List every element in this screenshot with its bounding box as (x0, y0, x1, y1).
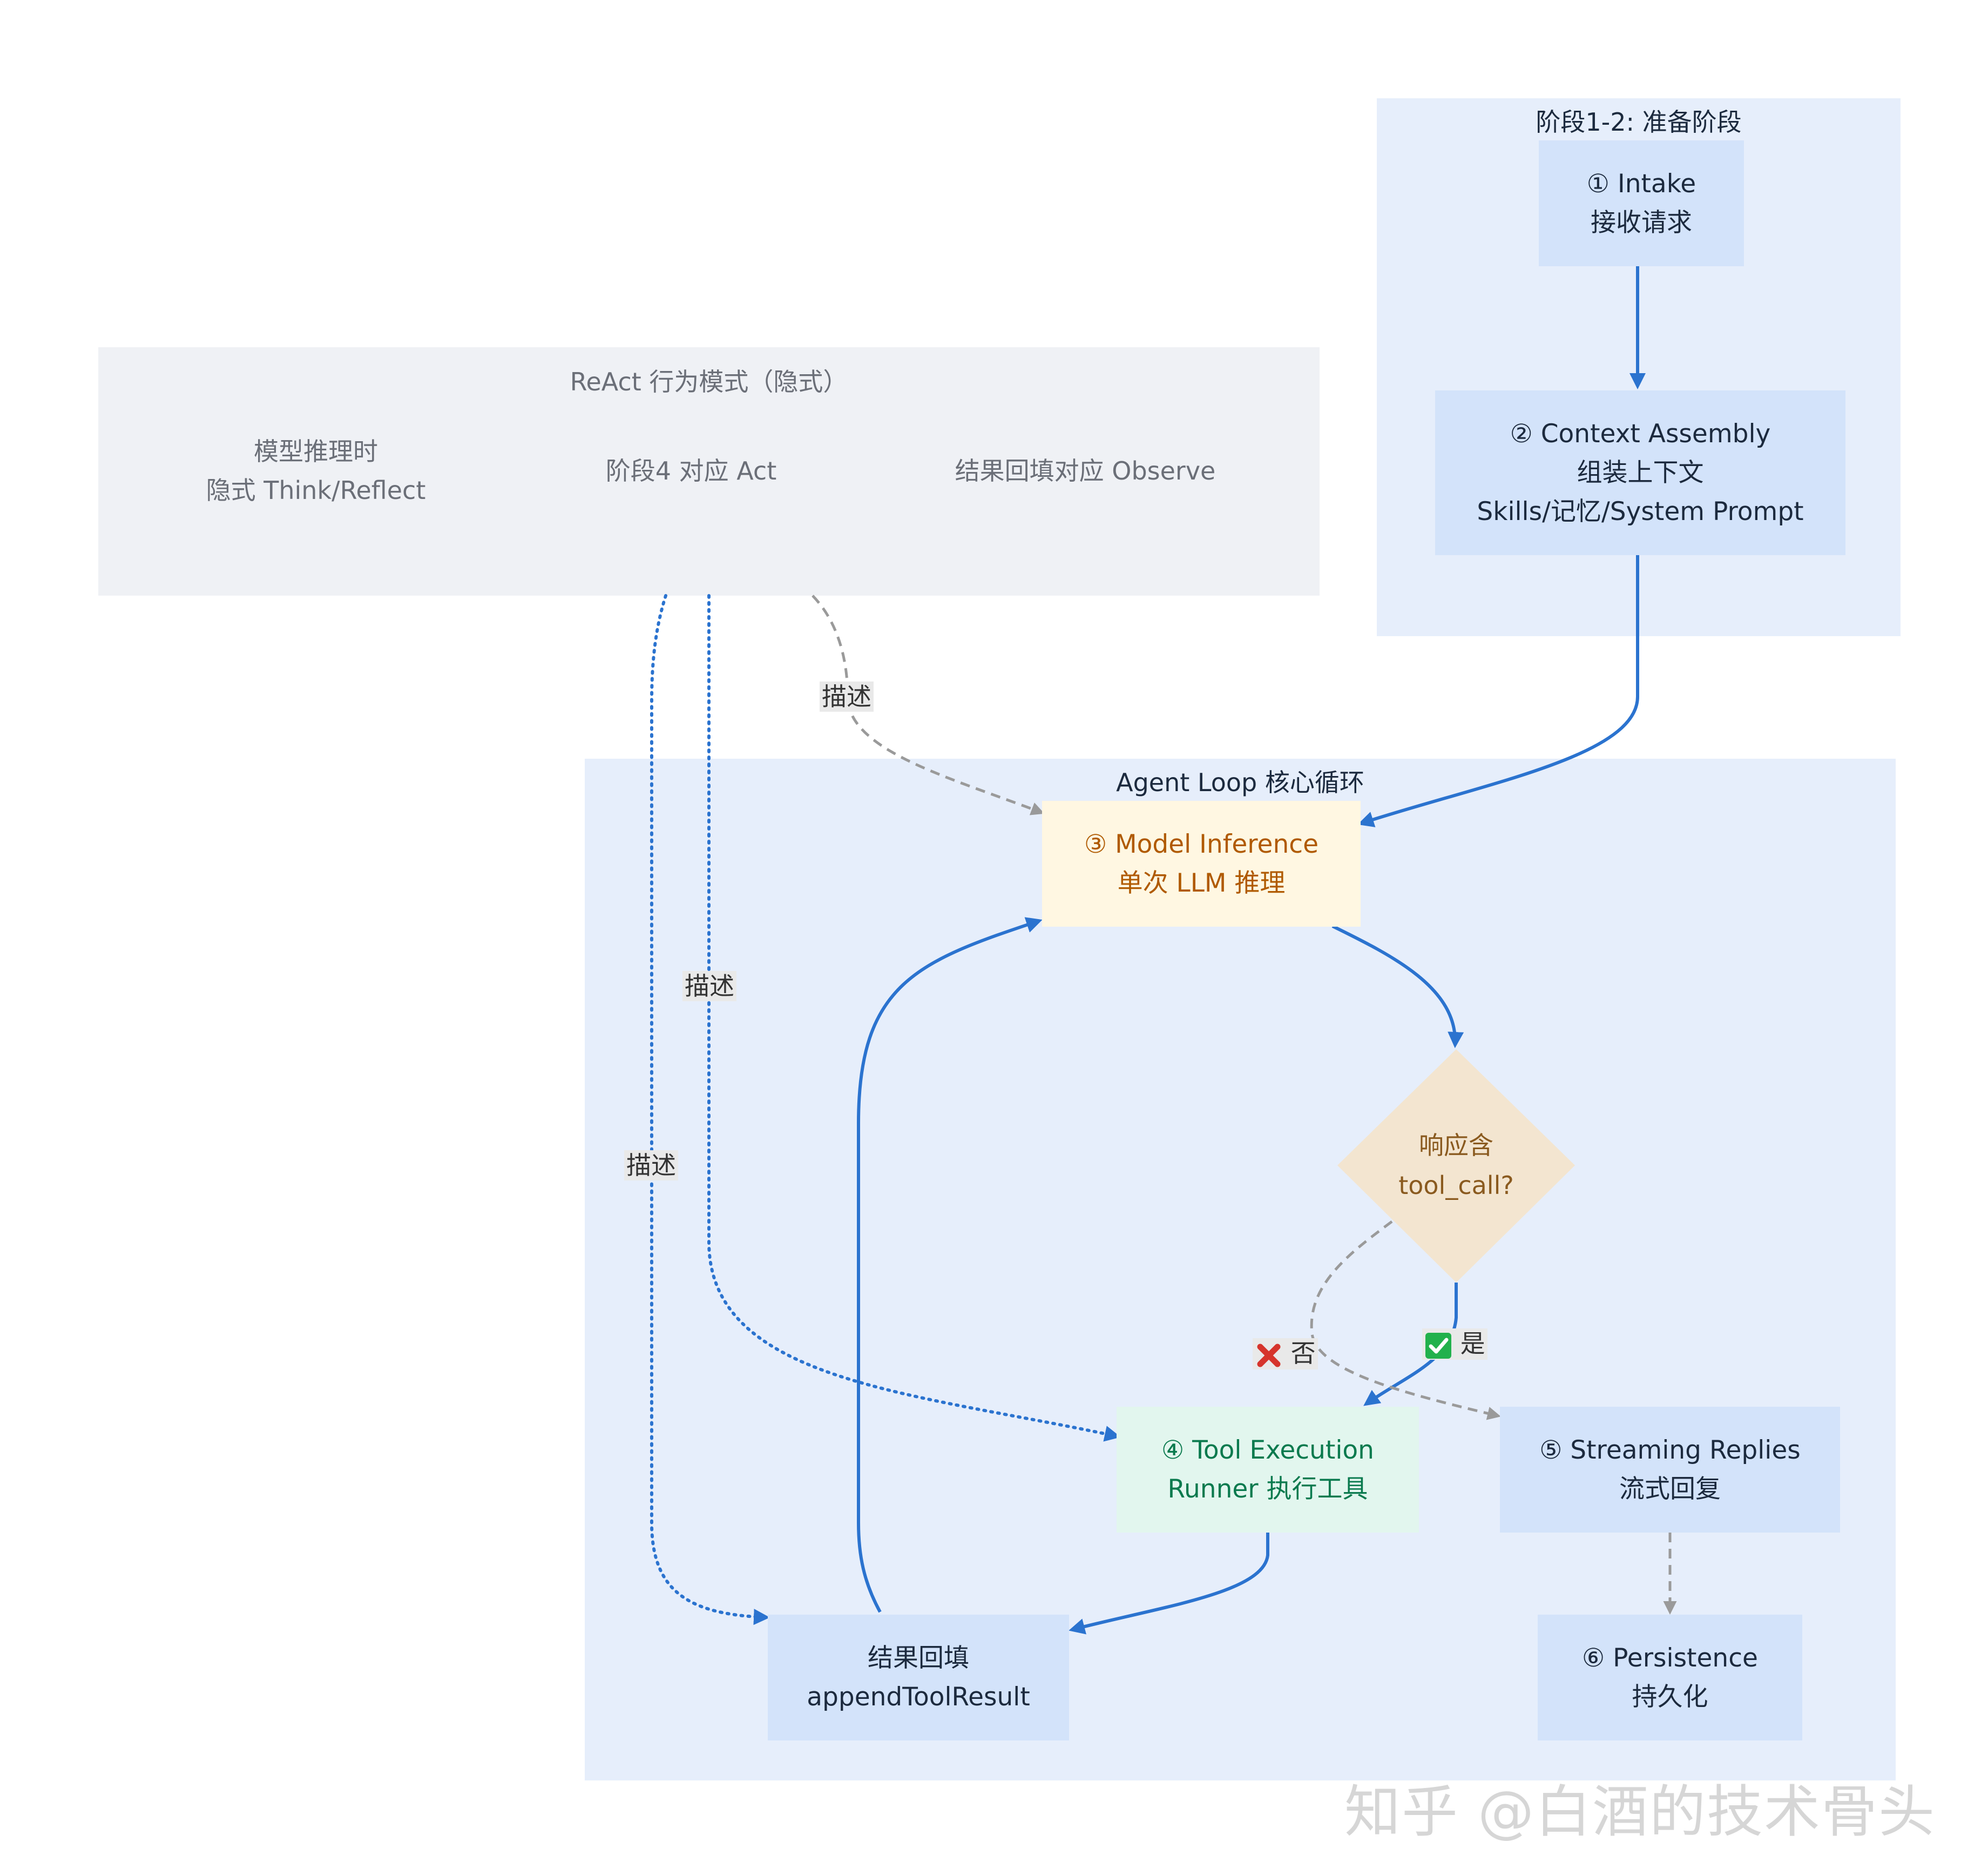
inference-line1: ③ Model Inference (1084, 829, 1318, 859)
agent-loop-cluster: Agent Loop 核心循环 (585, 759, 1896, 1780)
result-line2: appendToolResult (807, 1682, 1030, 1712)
decision-label: 响应含 tool_call? (1359, 1125, 1553, 1205)
persistence-node: ⑥ Persistence 持久化 (1538, 1615, 1802, 1740)
model-inference-node: ③ Model Inference 单次 LLM 推理 (1042, 801, 1361, 927)
describe-label-think: 描述 (624, 1150, 678, 1180)
react-act-text: 阶段4 对应 Act (605, 456, 777, 485)
no-text: 否 (1290, 1339, 1316, 1368)
edge-observe-describe-to-inference (812, 595, 1045, 815)
prep-cluster-title: 阶段1-2: 准备阶段 (1536, 107, 1742, 137)
result-append-node: 结果回填 appendToolResult (768, 1615, 1069, 1740)
context-line3: Skills/记忆/System Prompt (1477, 496, 1804, 527)
watermark-text: 知乎 @白酒的技术骨头 (1344, 1779, 1936, 1845)
edge-tool-to-result (1069, 1531, 1269, 1635)
react-observe-text: 结果回填对应 Observe (955, 456, 1216, 485)
tool-execution-node: ④ Tool Execution Runner 执行工具 (1117, 1407, 1419, 1533)
edge-decision-yes-to-tool (1363, 1283, 1458, 1406)
react-cluster-title: ReAct 行为模式（隐式） (570, 367, 848, 396)
intake-line2: 接收请求 (1591, 207, 1692, 238)
describe-label-act: 描述 (682, 971, 736, 1001)
react-think-line1: 模型推理时 (254, 437, 378, 466)
yes-label: 是 (1422, 1328, 1487, 1360)
yes-text: 是 (1460, 1329, 1485, 1358)
check-icon (1425, 1332, 1451, 1359)
inference-line2: 单次 LLM 推理 (1117, 868, 1286, 898)
edge-inference-to-decision (1331, 925, 1464, 1048)
streaming-line1: ⑤ Streaming Replies (1539, 1435, 1801, 1465)
agent-loop-cluster-title: Agent Loop 核心循环 (1116, 768, 1364, 797)
no-label: 否 (1253, 1338, 1318, 1369)
intake-line1: ① Intake (1586, 168, 1696, 199)
react-think-line2: 隐式 Think/Reflect (206, 476, 426, 505)
result-line1: 结果回填 (868, 1643, 969, 1673)
edge-think-describe-to-result (650, 594, 770, 1625)
decision-line1: 响应含 (1419, 1131, 1493, 1160)
persistence-line2: 持久化 (1632, 1682, 1708, 1712)
react-think-text: 模型推理时 隐式 Think/Reflect (162, 432, 470, 510)
react-cluster: ReAct 行为模式（隐式） (98, 347, 1320, 596)
context-line1: ② Context Assembly (1510, 419, 1771, 449)
edge-result-to-inference (857, 917, 1043, 1613)
edge-act-describe-to-tool (707, 594, 1121, 1442)
tool-line2: Runner 执行工具 (1167, 1474, 1368, 1504)
decision-line2: tool_call? (1398, 1171, 1514, 1200)
decision-diamond (1337, 1049, 1575, 1283)
context-line2: 组装上下文 (1577, 457, 1704, 488)
persistence-line1: ⑥ Persistence (1582, 1643, 1758, 1673)
tool-line1: ④ Tool Execution (1161, 1435, 1374, 1465)
streaming-replies-node: ⑤ Streaming Replies 流式回复 (1500, 1407, 1840, 1533)
intake-node: ① Intake 接收请求 (1539, 140, 1744, 266)
context-assembly-node: ② Context Assembly 组装上下文 Skills/记忆/Syste… (1435, 390, 1845, 555)
streaming-line2: 流式回复 (1619, 1474, 1721, 1504)
cross-icon (1257, 1344, 1281, 1367)
edge-context-to-inference (1357, 555, 1639, 827)
describe-label-observe: 描述 (820, 682, 874, 712)
